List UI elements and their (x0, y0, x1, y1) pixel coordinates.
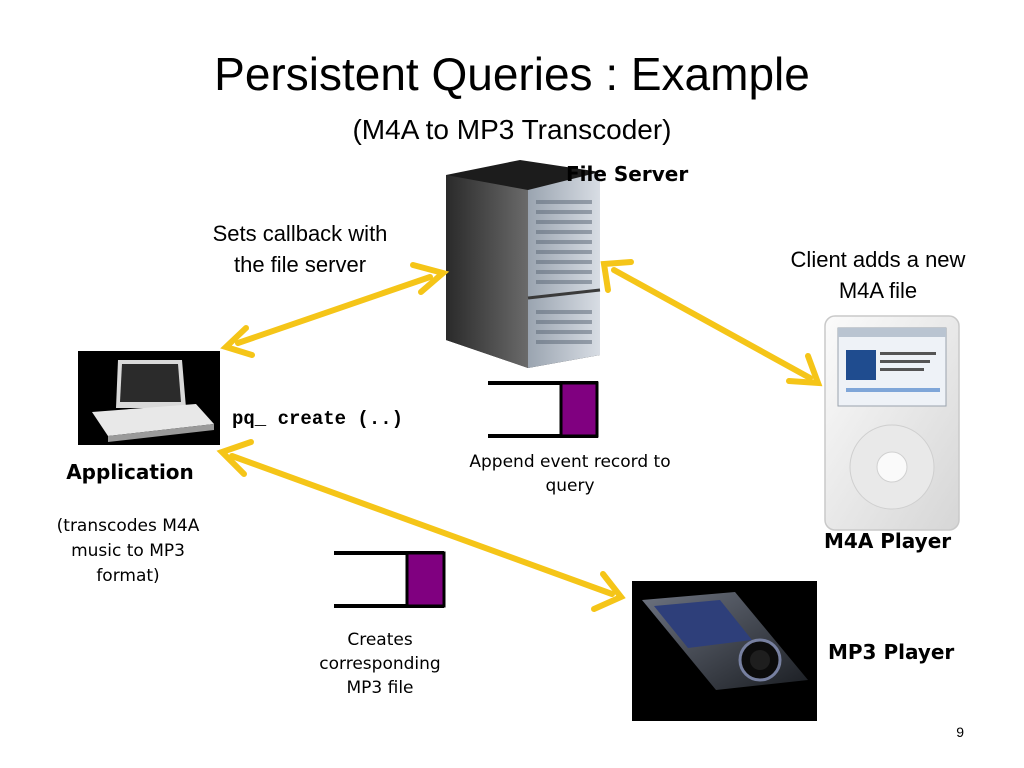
ipod-icon (824, 315, 960, 531)
mp3-player-label: MP3 Player (828, 640, 955, 664)
callout-sets-callback: Sets callback with the file server (212, 221, 388, 277)
arrow-server-ipod (600, 259, 823, 387)
server-tower-icon (446, 160, 601, 368)
laptop-icon (78, 351, 220, 445)
pq-create-code: pq_ create (..) (232, 408, 404, 430)
callout-client-adds: Client adds a new M4A file (790, 247, 966, 303)
m4a-player-label: M4A Player (824, 529, 952, 553)
application-description: (transcodes M4A music to MP3 format) (56, 516, 200, 586)
arrow-app-mp3 (216, 439, 626, 612)
mp3-player-icon (632, 581, 817, 721)
arrow-app-server (220, 262, 450, 358)
slide-subtitle: (M4A to MP3 Transcoder) (352, 114, 672, 145)
append-event-note: Append event record to query (469, 452, 671, 496)
slide-title: Persistent Queries : Example (214, 48, 810, 100)
queue-record-create (334, 551, 446, 608)
creates-mp3-note: Creates corresponding MP3 file (319, 630, 441, 698)
file-server-label: File Server (566, 162, 689, 186)
application-label: Application (66, 460, 194, 484)
page-number: 9 (956, 724, 964, 740)
queue-record-append (488, 381, 599, 438)
